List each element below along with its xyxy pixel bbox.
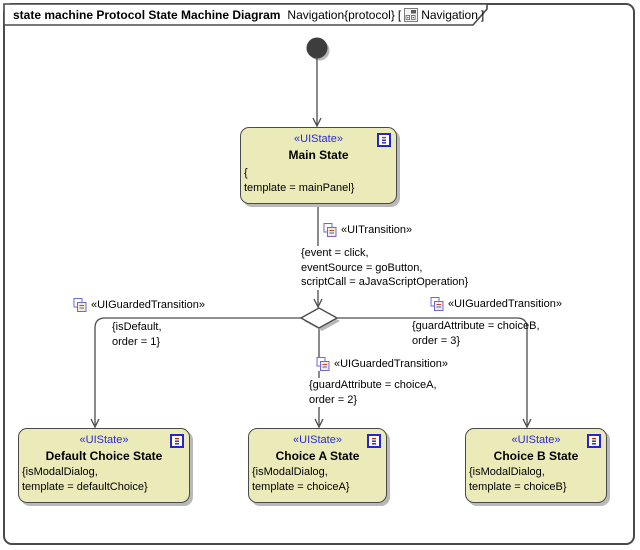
state-stereotype: «UIState» (293, 434, 342, 446)
arrowhead-choice-a (314, 418, 324, 429)
nav-close-bracket: ] (480, 8, 485, 22)
transition-choice-to-b[interactable] (337, 317, 528, 425)
state-default-choice[interactable]: «UIState» Default Choice State {isModalD… (18, 428, 190, 503)
stereotype-icon (430, 297, 444, 311)
frame-title-tab (3, 3, 488, 26)
transition-label-guard-b[interactable]: «UIGuardedTransition» (429, 297, 563, 311)
state-name: Choice B State (493, 449, 579, 463)
nav-open-bracket: [ (397, 8, 402, 22)
state-spec-icon[interactable] (367, 434, 381, 448)
transition-prop-line: {guardAttribute = choiceA, (309, 379, 437, 391)
nav-label[interactable]: Navigation (421, 8, 478, 22)
stereotype-text: «UITransition» (341, 224, 413, 236)
state-prop-line: template = mainPanel} (244, 182, 355, 194)
state-choice-b[interactable]: «UIState» Choice B State {isModalDialog,… (465, 428, 607, 503)
state-spec-icon[interactable] (170, 434, 184, 448)
state-name: Choice A State (275, 449, 360, 463)
state-stereotype: «UIState» (294, 133, 343, 145)
transition-prop-line: order = 3} (412, 334, 461, 347)
transition-choice-to-default[interactable] (94, 317, 302, 425)
state-prop-line: {isModalDialog, (22, 466, 98, 478)
initial-node[interactable] (306, 37, 328, 59)
arrowhead-default (90, 418, 100, 429)
transition-prop-line: order = 2} (309, 393, 358, 406)
choice-diamond[interactable] (299, 307, 339, 329)
state-prop-line: template = choiceB} (469, 481, 567, 493)
state-main[interactable]: «UIState» Main State { template = mainPa… (240, 127, 397, 204)
state-prop-line: {isModalDialog, (252, 466, 328, 478)
stereotype-icon (73, 298, 87, 312)
stereotype-icon (316, 357, 330, 371)
state-properties: {isModalDialog, template = choiceB} (466, 463, 606, 495)
state-spec-icon[interactable] (377, 133, 391, 147)
state-prop-line: template = choiceA} (252, 481, 350, 493)
navigation-diagram-icon (404, 8, 419, 22)
transition-label-guard-default[interactable]: «UIGuardedTransition» (72, 298, 206, 312)
state-spec-icon[interactable] (587, 434, 601, 448)
transition-props-guard-default[interactable]: {isDefault, order = 1} (112, 320, 162, 349)
transition-prop-line: {isDefault, (112, 321, 162, 333)
arrowhead-main (312, 117, 322, 128)
stereotype-text: «UIGuardedTransition» (91, 299, 205, 311)
state-stereotype: «UIState» (79, 434, 129, 446)
transition-props-guard-a[interactable]: {guardAttribute = choiceA, order = 2} (309, 378, 437, 407)
transition-prop-line: eventSource = goButton, (301, 261, 423, 274)
transition-props-uitransition[interactable]: {event = click, eventSource = goButton, … (301, 246, 469, 290)
arrowhead-choice-b (522, 418, 532, 429)
transition-prop-line: scriptCall = aJavaScriptOperation} (301, 276, 469, 288)
state-choice-a[interactable]: «UIState» Choice A State {isModalDialog,… (248, 428, 387, 503)
stereotype-icon (323, 223, 337, 237)
diagram-title: state machine Protocol State Machine Dia… (13, 8, 484, 22)
state-name: Main State (288, 148, 349, 162)
transition-props-guard-b[interactable]: {guardAttribute = choiceB, order = 3} (412, 319, 540, 348)
state-properties: { template = mainPanel} (241, 162, 396, 196)
state-name: Default Choice State (45, 449, 163, 463)
diagram-kind-label: state machine Protocol State Machine Dia… (13, 8, 281, 22)
transition-prop-line: {guardAttribute = choiceB, (412, 320, 540, 332)
state-prop-line: template = defaultChoice} (22, 481, 148, 493)
transition-label-guard-a[interactable]: «UIGuardedTransition» (315, 357, 449, 371)
arrowhead-choice (313, 298, 323, 309)
state-stereotype: «UIState» (511, 434, 561, 446)
transition-prop-line: {event = click, (301, 247, 369, 259)
stereotype-text: «UIGuardedTransition» (334, 358, 448, 370)
transition-prop-line: order = 1} (112, 335, 161, 348)
state-prop-line: { (244, 167, 248, 179)
state-prop-line: {isModalDialog, (469, 466, 545, 478)
diagram-context-label: Navigation{protocol} (287, 8, 395, 22)
stereotype-text: «UIGuardedTransition» (448, 298, 562, 310)
state-properties: {isModalDialog, template = defaultChoice… (19, 463, 189, 495)
state-properties: {isModalDialog, template = choiceA} (249, 463, 386, 495)
transition-label-uitransition[interactable]: «UITransition» (322, 223, 414, 237)
